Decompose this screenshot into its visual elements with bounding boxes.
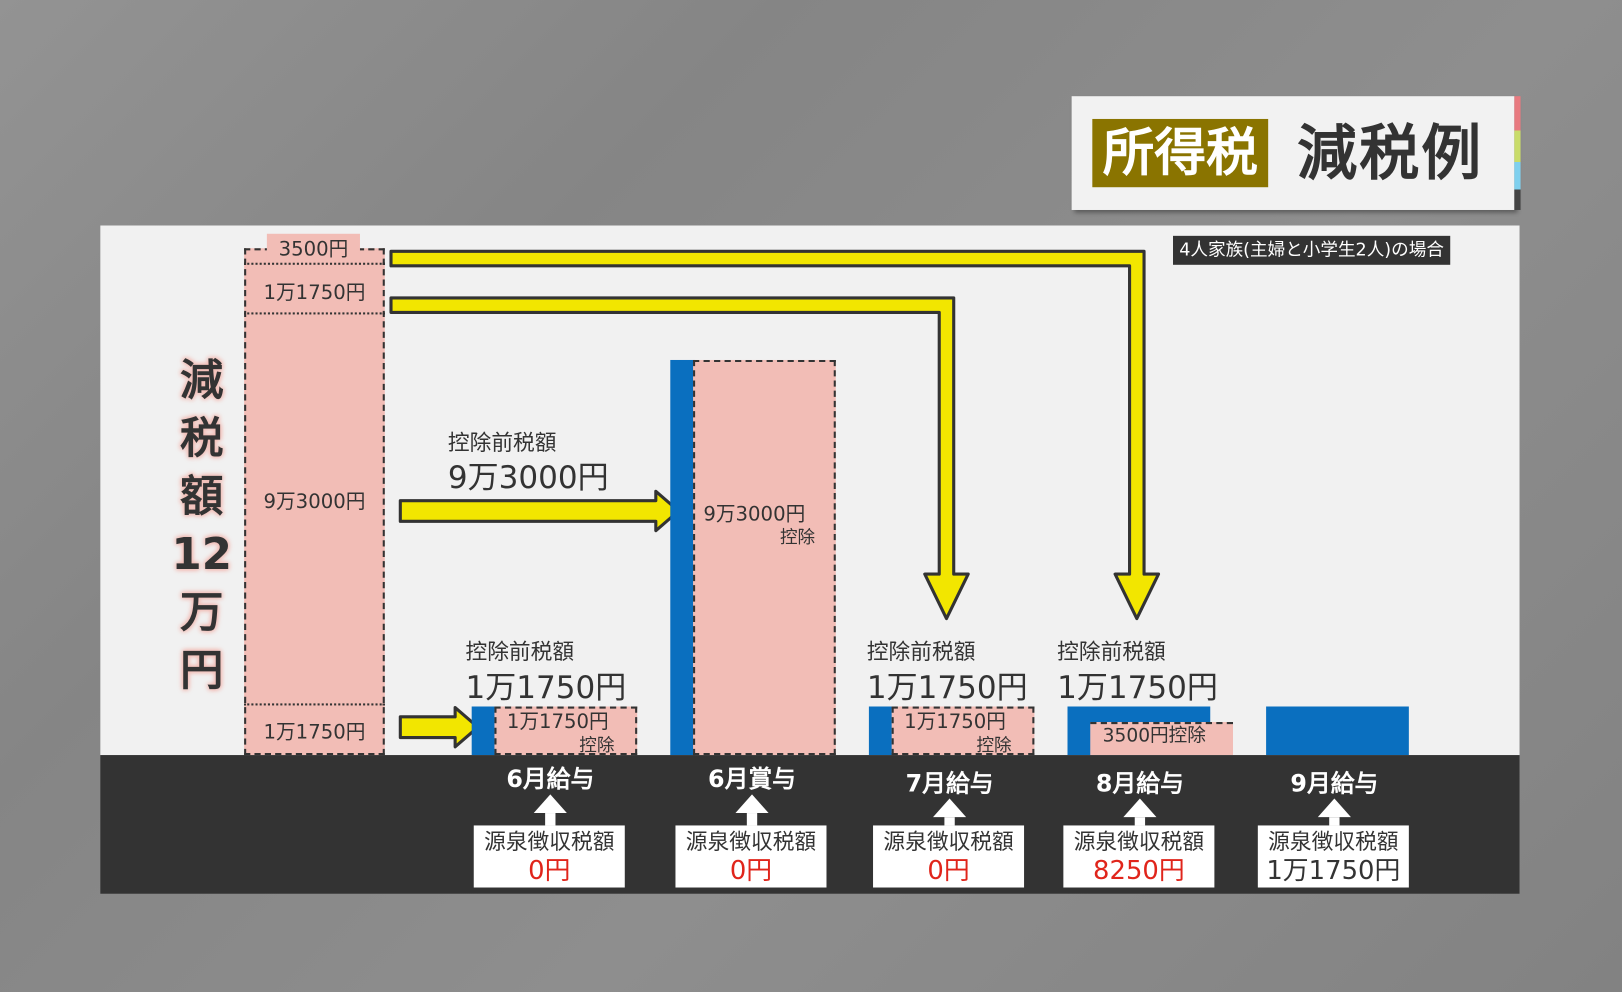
- july-deduction-label: 控除: [976, 735, 1012, 757]
- char: 減: [179, 354, 224, 406]
- arrow-stem: [1134, 817, 1146, 826]
- july-bar: [868, 706, 894, 756]
- september-bar: [1266, 706, 1409, 756]
- title-tag: 所得税: [1092, 118, 1269, 188]
- arrow-stem: [1329, 817, 1340, 826]
- char: 税: [179, 412, 224, 464]
- august-pretax-label: 控除前税額: [1057, 639, 1166, 665]
- up-arrow-icon: [533, 794, 567, 814]
- june-deduction-label: 控除: [579, 735, 615, 757]
- arrow-to-bonus: [398, 489, 681, 533]
- arrow-stem: [944, 817, 955, 826]
- title-main: 減税例: [1297, 117, 1484, 189]
- bonus-pretax-label: 控除前税額: [447, 430, 557, 456]
- withholding-label: 源泉徴収税額: [685, 829, 817, 855]
- stack-93000: 9万3000円: [263, 490, 366, 514]
- bonus-pretax-value: 9万3000円: [447, 460, 609, 497]
- month-label: 7月給与: [905, 770, 994, 798]
- bonus-bar: [670, 359, 696, 756]
- stack-11750-top: 1万1750円: [263, 281, 366, 305]
- up-arrow-icon: [1123, 798, 1157, 818]
- june-deduction: [494, 706, 638, 756]
- july-pretax-label: 控除前税額: [866, 639, 976, 665]
- char: 円: [179, 644, 224, 696]
- withholding-value: 0円: [927, 855, 970, 886]
- divider: [244, 262, 385, 265]
- family-note: 4人家族(主婦と小学生2人)の場合: [1173, 235, 1451, 265]
- june-bar: [471, 706, 497, 756]
- month-label: 8月給与: [1095, 770, 1184, 798]
- arrow-stem: [746, 813, 758, 826]
- withholding-value: 0円: [729, 855, 773, 886]
- month-label: 6月賞与: [708, 766, 796, 794]
- july-deduction-value: 1万1750円: [904, 710, 1006, 734]
- bonus-deduction: [693, 359, 836, 756]
- month-label: 6月給与: [506, 766, 595, 794]
- char: 万: [179, 586, 224, 638]
- august-deduction: [1090, 722, 1234, 756]
- divider: [244, 703, 385, 706]
- june-deduction-value: 1万1750円: [506, 710, 609, 734]
- withholding-label: 源泉徴収税額: [1073, 829, 1205, 855]
- withholding-label: 源泉徴収税額: [1268, 829, 1399, 855]
- title-color-strip: [1514, 96, 1521, 210]
- stack-3500: 3500円: [266, 233, 360, 262]
- char: 12: [171, 528, 232, 580]
- divider: [244, 312, 385, 315]
- arrow-to-june: [398, 705, 480, 749]
- arrow-to-july: [389, 296, 970, 621]
- withholding-value: 1万1750円: [1266, 855, 1401, 886]
- june-pretax-value: 1万1750円: [465, 670, 627, 707]
- august-pretax-value: 1万1750円: [1057, 670, 1218, 707]
- august-deduction-value: 3500円控除: [1102, 725, 1206, 747]
- withholding-value: 0円: [528, 855, 571, 886]
- june-pretax-label: 控除前税額: [465, 639, 575, 665]
- july-deduction: [891, 706, 1035, 756]
- arrow-stem: [545, 813, 556, 826]
- bonus-deduction-value: 9万3000円: [703, 502, 806, 526]
- stack-11750-june: 1万1750円: [263, 720, 366, 744]
- char: 額: [179, 470, 224, 522]
- up-arrow-icon: [735, 794, 769, 814]
- up-arrow-icon: [1317, 798, 1351, 818]
- total-reduction-stack: [244, 248, 385, 756]
- title-box: 所得税 減税例: [1071, 96, 1521, 210]
- month-label: 9月給与: [1290, 770, 1379, 798]
- bonus-deduction-label: 控除: [779, 527, 816, 549]
- july-pretax-value: 1万1750円: [866, 670, 1028, 707]
- withholding-label: 源泉徴収税額: [484, 829, 615, 855]
- withholding-value: 8250円: [1093, 855, 1185, 886]
- up-arrow-icon: [933, 798, 967, 818]
- total-reduction-label: 減 税 額 12 万 円: [171, 352, 233, 700]
- withholding-label: 源泉徴収税額: [883, 829, 1014, 855]
- arrow-to-august: [389, 249, 1161, 621]
